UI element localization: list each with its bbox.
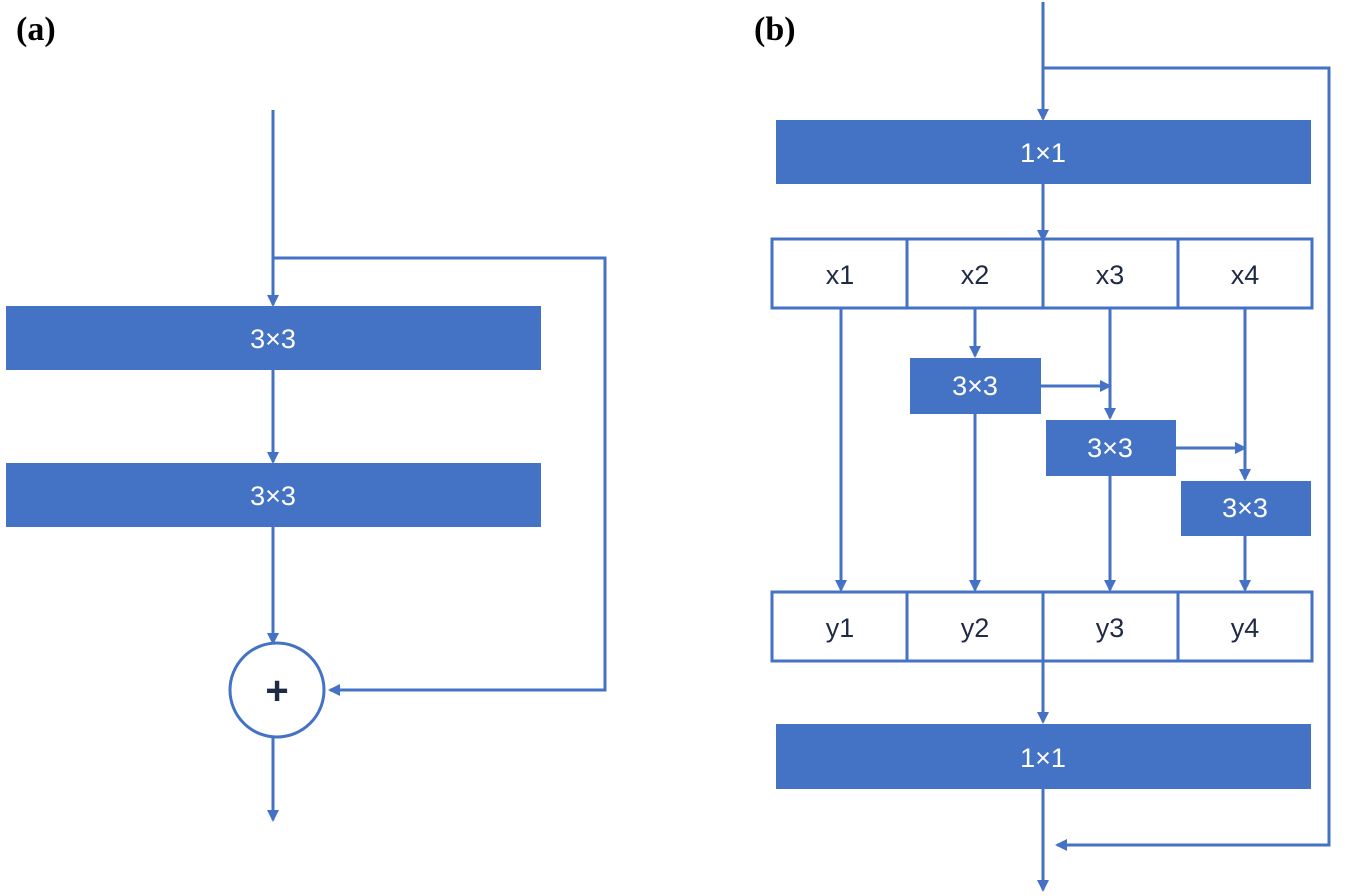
conv-block-bottom-label: 3×3 [250,481,296,511]
split-x3: x3 [1096,260,1125,290]
branch-conv-1: 3×3 [910,358,1041,414]
merge-y1: y1 [826,613,855,643]
branch-conv-3-label: 3×3 [1222,493,1268,523]
branch-conv-1-label: 3×3 [952,371,998,401]
merge-row: y1 y2 y3 y4 [770,590,1314,663]
split-x2: x2 [961,260,990,290]
split-x4: x4 [1231,260,1260,290]
panel-b: (b) [754,2,1331,892]
conv-out-label: 1×1 [1020,743,1066,773]
panel-a: (a) 3×3 3×3 + [6,11,607,822]
merge-y4: y4 [1231,613,1260,643]
conv-in-label: 1×1 [1020,138,1066,168]
split-row: x1 x2 x3 x4 [770,237,1314,310]
conv-out-block: 1×1 [776,724,1311,789]
addition-node: + [228,641,326,739]
conv-in-block: 1×1 [776,120,1311,184]
panel-b-label: (b) [754,11,796,48]
conv-block-top: 3×3 [6,306,541,370]
conv-block-top-label: 3×3 [250,324,296,354]
panel-b-connectors [835,2,1331,892]
merge-y3: y3 [1096,613,1125,643]
branch-conv-2: 3×3 [1046,420,1176,476]
branch-conv-2-label: 3×3 [1087,433,1133,463]
panel-a-label: (a) [16,11,56,48]
split-x1: x1 [826,260,855,290]
conv-block-bottom: 3×3 [6,463,541,527]
plus-icon: + [265,669,288,713]
branch-conv-3: 3×3 [1181,481,1311,536]
panel-a-connectors [267,110,607,822]
merge-y2: y2 [961,613,990,643]
skip-connection-b [1043,66,1331,851]
skip-connection [273,256,607,696]
